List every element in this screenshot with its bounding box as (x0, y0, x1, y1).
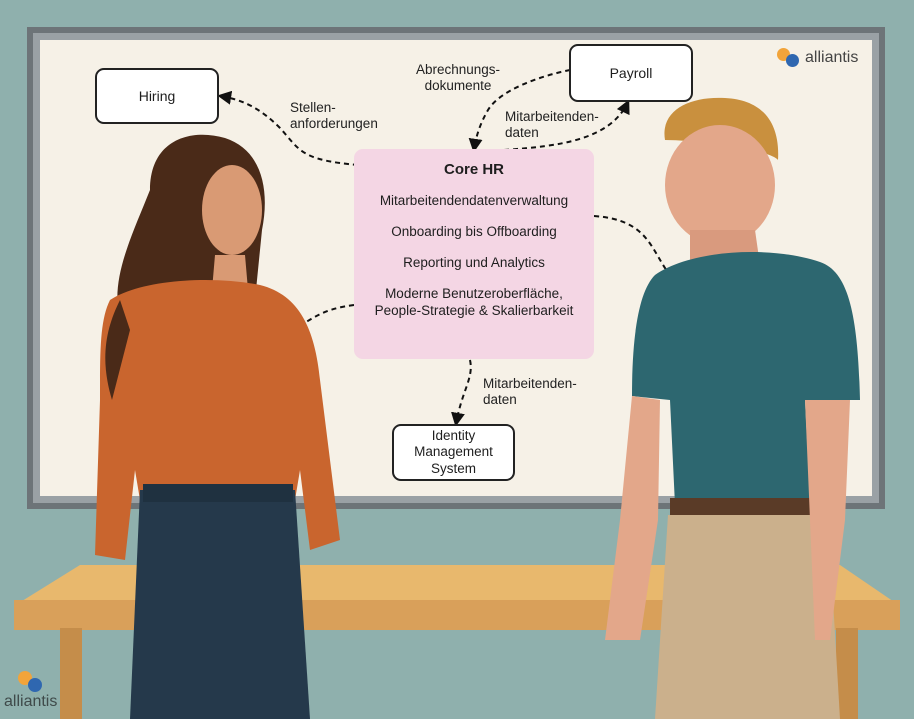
hiring-label: Hiring (138, 87, 176, 104)
core-hr-item: Reporting und Analytics (403, 254, 545, 270)
edge-to-payroll (503, 99, 630, 151)
core-hr-node: Core HR Mitarbeitendendatenverwaltung On… (354, 149, 594, 359)
identity-management-label: Identity Management System (414, 428, 493, 476)
edge-decor-right (593, 215, 673, 279)
alliantis-logo-icon (777, 48, 801, 68)
edge-to-hiring (217, 90, 359, 166)
alliantis-logo-text: alliantis (805, 49, 859, 66)
core-hr-item: Onboarding bis Offboarding (391, 223, 557, 239)
alliantis-logo-bottom: alliantis (4, 671, 57, 711)
payroll-label: Payroll (609, 64, 653, 81)
man-figure (605, 97, 860, 719)
alliantis-logo-icon (18, 671, 48, 693)
edge-decor-left (299, 304, 355, 327)
alliantis-logo-top: alliantis (777, 48, 858, 68)
edge-label-mitarbeitendendaten-identity: Mitarbeitenden- daten (483, 376, 577, 408)
woman-figure (95, 134, 340, 719)
edge-label-abrechnungsdokumente: Abrechnungs- dokumente (416, 62, 501, 94)
core-hr-item: Mitarbeitendendatenverwaltung (379, 193, 569, 208)
edge-label-stellenanforderungen: Stellen- anforderungen (290, 100, 378, 132)
core-hr-title: Core HR (443, 161, 504, 178)
hiring-node: Hiring (95, 68, 219, 124)
edge-label-mitarbeitendendaten-payroll: Mitarbeitenden- daten (505, 109, 599, 141)
edge-to-identity (451, 359, 472, 427)
alliantis-logo-text: alliantis (4, 693, 58, 710)
identity-management-node: Identity Management System (392, 424, 515, 481)
edge-from-payroll (468, 69, 571, 153)
payroll-node: Payroll (569, 44, 693, 102)
core-hr-item: Moderne Benutzeroberfläche, People-Strat… (374, 285, 574, 318)
